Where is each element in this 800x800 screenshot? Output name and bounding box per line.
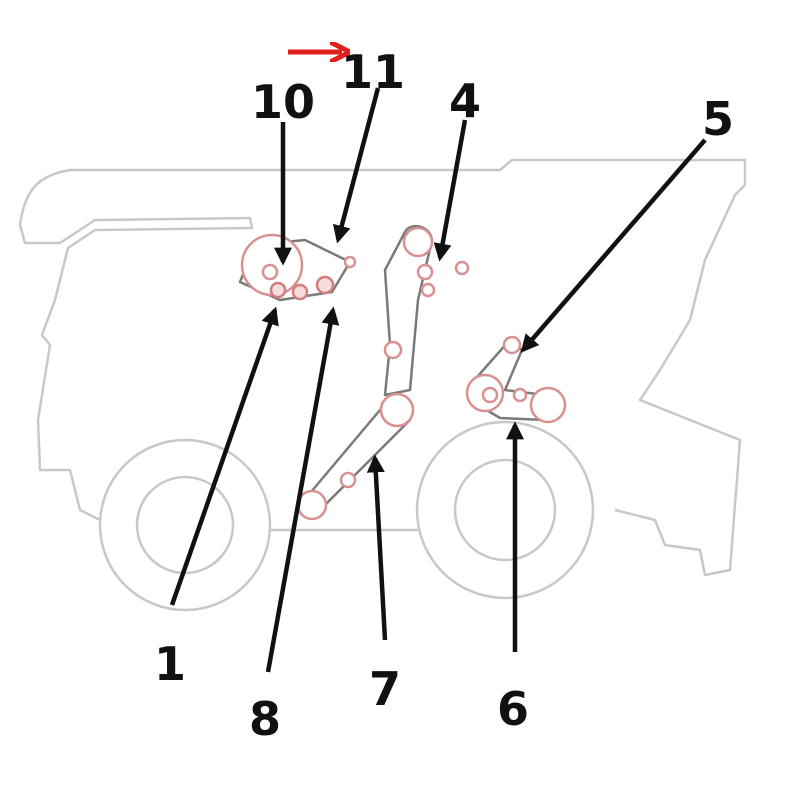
pulley-small <box>416 263 434 281</box>
pulley-medium <box>529 386 567 424</box>
callout-label-7: 7 <box>369 662 401 716</box>
cab-roof-outline <box>18 216 254 522</box>
pulley-small <box>291 283 309 301</box>
rear-wheel <box>415 420 595 600</box>
pulley-medium <box>379 392 415 428</box>
leader-line-5 <box>520 138 707 353</box>
pulley-small <box>383 340 403 360</box>
body-right-outline <box>614 184 746 577</box>
leader-line-4 <box>433 119 468 262</box>
callout-label-11: 11 <box>341 45 405 99</box>
pulley-small <box>454 260 470 276</box>
pulley-medium <box>296 489 328 521</box>
pulley-small <box>512 387 528 403</box>
leader-lines <box>169 87 707 673</box>
pulley-small <box>420 282 436 298</box>
leader-line-11 <box>332 87 381 244</box>
callout-labels: 10 11 4 5 1 8 7 6 <box>154 45 734 746</box>
leader-line-8 <box>265 306 340 673</box>
pulley-small <box>315 275 335 295</box>
grain-tank-outline <box>18 158 747 226</box>
pulley-medium <box>402 226 434 258</box>
pulley-small <box>502 335 522 355</box>
pulley-small <box>339 471 357 489</box>
callout-label-5: 5 <box>702 92 734 146</box>
front-wheel <box>98 438 272 612</box>
leader-line-7 <box>366 454 388 641</box>
upper-belt <box>238 238 352 302</box>
pulley-small <box>481 386 499 404</box>
pulley-small <box>343 255 357 269</box>
callout-label-6: 6 <box>497 682 529 736</box>
callout-label-4: 4 <box>449 74 481 128</box>
leader-line-1 <box>169 306 279 606</box>
callout-label-10: 10 <box>251 75 315 129</box>
pulley-small <box>261 263 279 281</box>
callout-label-1: 1 <box>154 637 186 691</box>
pulley-small <box>269 281 287 299</box>
callout-label-8: 8 <box>249 692 281 746</box>
